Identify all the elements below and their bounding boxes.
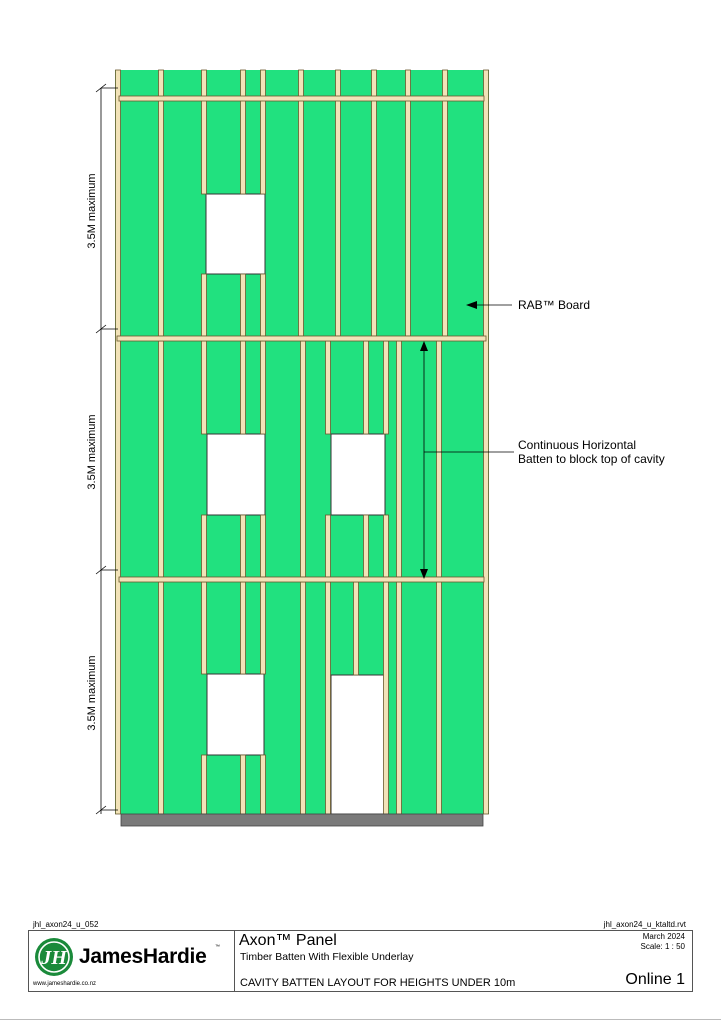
vertical-batten [325,514,331,578]
horizontal-batten-label-line2: Batten to block top of cavity [518,452,665,466]
vertical-batten [325,340,331,435]
batten-layout-drawing: 3.5M maximum 3.5M maximum 3.5M maximum R… [86,69,665,827]
horizontal-batten-top [118,95,485,102]
vertical-batten [158,340,164,578]
window-opening-middle-left [206,433,266,516]
vertical-batten [436,581,442,815]
dimension-label-top: 3.5M maximum [86,173,98,248]
vertical-batten [158,69,164,337]
brand-name: JamesHardie [79,945,207,968]
rab-board-label: RAB™ Board [518,298,590,312]
vertical-batten [201,581,207,675]
drawing-scale: Scale: 1 : 50 [640,942,685,951]
vertical-batten [201,340,207,435]
vertical-batten [363,340,369,435]
vertical-batten [436,340,442,578]
vertical-batten [260,273,266,337]
vertical-batten [383,340,389,435]
vertical-batten [240,273,246,337]
vertical-batten [335,69,341,337]
brand-trademark: ™ [215,944,220,950]
vertical-batten [260,581,266,675]
vertical-batten [240,754,246,815]
vertical-batten [383,581,389,815]
door-opening-bottom [330,674,389,815]
vertical-batten [115,69,121,815]
vertical-batten [371,69,377,337]
title-block: JH JamesHardie ™ www.jameshardie.co.nz A… [28,930,693,992]
vertical-batten [298,69,304,337]
dimension-label-bottom: 3.5M maximum [86,655,98,730]
height-dimension [95,83,118,815]
svg-text:JH: JH [40,947,68,969]
vertical-batten [260,69,266,195]
vertical-batten [383,514,389,578]
vertical-batten [396,581,402,815]
vertical-batten [240,69,246,195]
vertical-batten [260,340,266,435]
vertical-batten [405,69,411,337]
window-openings [205,193,389,815]
vertical-batten [325,581,331,815]
vertical-batten [201,273,207,337]
vertical-batten [201,514,207,578]
product-subtitle: Timber Batten With Flexible Underlay [240,951,414,963]
vertical-batten [483,69,489,815]
vertical-batten [158,581,164,815]
window-opening-middle-right [330,433,386,516]
window-opening-top [205,193,266,275]
vertical-batten [353,581,359,676]
horizontal-batten-lower [118,576,485,583]
board-callout-arrow [466,301,512,309]
horizontal-battens [116,95,487,583]
jh-logo-icon: JH [35,938,73,976]
logo-cell: JH JamesHardie ™ www.jameshardie.co.nz [29,931,235,991]
issue-date: March 2024 [642,932,685,941]
vertical-batten [260,754,266,815]
website-link[interactable]: www.jameshardie.co.nz [33,981,97,987]
vertical-batten [300,581,306,815]
sheet-title: CAVITY BATTEN LAYOUT FOR HEIGHTS UNDER 1… [240,977,516,989]
horizontal-batten-upper [116,335,487,342]
vertical-batten [363,514,369,578]
horizontal-batten-label-line1: Continuous Horizontal [518,438,636,452]
dimension-label-middle: 3.5M maximum [86,414,98,489]
vertical-batten [300,340,306,578]
vertical-batten [240,514,246,578]
issue-status: Online 1 [625,971,685,988]
vertical-batten [396,340,402,578]
drawing-ref-right: jhl_axon24_u_ktaltd.rvt [603,920,686,929]
product-name: Axon™ Panel [239,932,337,949]
vertical-batten [201,69,207,195]
vertical-batten [240,340,246,435]
vertical-batten [442,69,448,337]
vertical-batten [260,514,266,578]
cavity-height-arrow [420,341,514,579]
vertical-batten [240,581,246,675]
base-slab [120,813,484,827]
window-opening-bottom-left [206,673,265,756]
vertical-batten [201,754,207,815]
drawing-ref-left: jhl_axon24_u_052 [33,920,99,929]
